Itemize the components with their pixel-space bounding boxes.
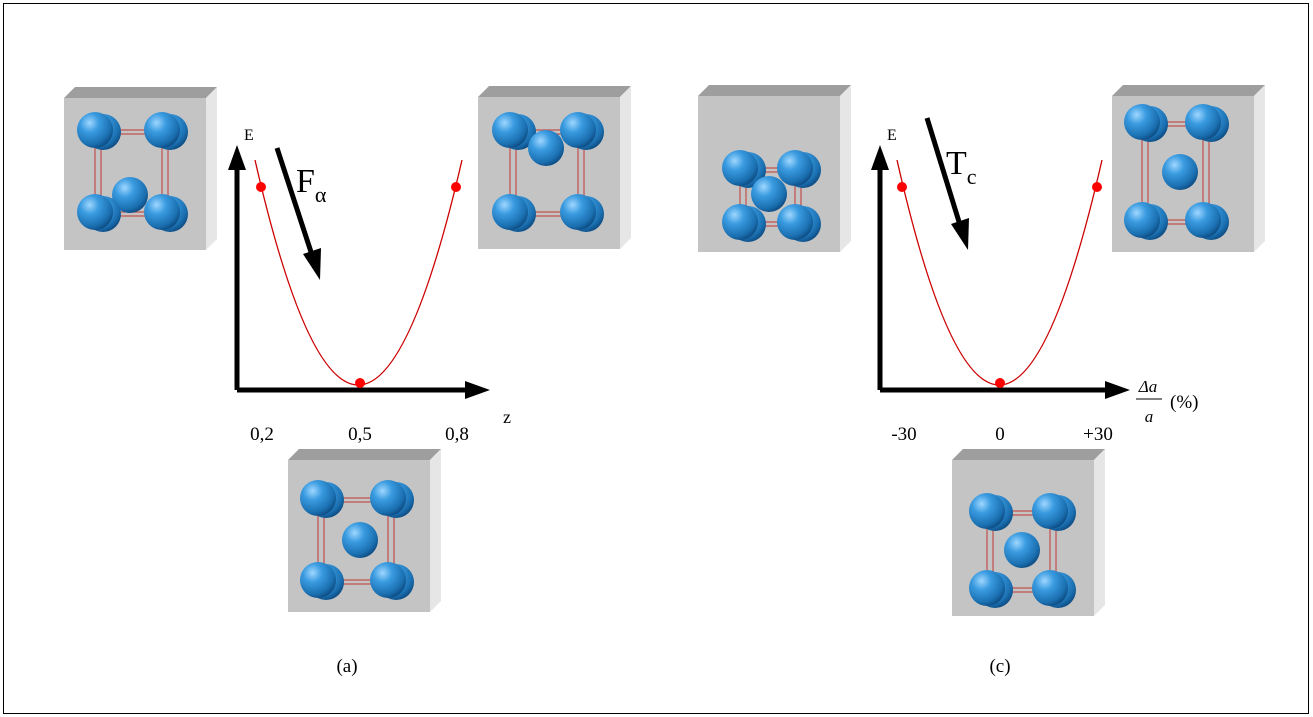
atom (1032, 570, 1068, 606)
curve-point-c-left (897, 182, 907, 192)
atom (560, 112, 596, 148)
caption-c: (c) (989, 656, 1010, 677)
cell-side-face (1254, 85, 1265, 252)
x-axis-arrowhead-c (1105, 381, 1130, 399)
atom (969, 570, 1005, 606)
tick-label-a-2: 0,5 (348, 424, 372, 445)
atom (300, 562, 336, 598)
atom (1032, 493, 1068, 529)
curve-point-c-min (995, 378, 1005, 388)
tick-label-c-1: -30 (891, 424, 916, 445)
tick-label-a-3: 0,8 (445, 424, 469, 445)
cell-a-left (64, 87, 217, 250)
y-axis-arrowhead-a (228, 145, 246, 170)
cell-a-bottom (288, 449, 441, 612)
cell-top-face (1112, 85, 1265, 96)
figure-frame (3, 3, 1309, 714)
atom (1124, 104, 1160, 140)
cell-top-face (698, 85, 851, 96)
curve-point-a-min (355, 378, 365, 388)
cell-top-face (64, 87, 217, 98)
y-axis-label-a: E (244, 127, 254, 144)
force-label-a: Fα (296, 163, 327, 207)
tick-label-c-2: 0 (995, 424, 1005, 445)
atom (370, 562, 406, 598)
cell-a-right (478, 86, 631, 249)
y-axis-label-c: E (887, 127, 897, 144)
tick-label-a-1: 0,2 (250, 424, 274, 445)
curve-point-c-right (1092, 182, 1102, 192)
cell-side-face (620, 86, 631, 249)
temperature-arrow-c (924, 117, 963, 226)
atom (144, 112, 180, 148)
crystal-structures (64, 85, 1265, 616)
atom (969, 493, 1005, 529)
atom-center (1004, 532, 1040, 568)
atom (492, 194, 528, 230)
atom-center (112, 177, 148, 213)
atom (777, 204, 813, 240)
cell-c-left (698, 85, 851, 252)
atom (1185, 202, 1221, 238)
atom (1124, 202, 1160, 238)
temperature-label-c: Tc (946, 145, 977, 189)
force-arrowhead-a (303, 248, 321, 280)
atom (722, 150, 758, 186)
panel-a: E z 0,2 0,5 0,8 Fα (a) (228, 127, 511, 677)
x-axis-label-a: z (503, 407, 511, 427)
cell-side-face (1094, 449, 1105, 616)
atom (777, 150, 813, 186)
x-axis-label-c-numerator: Δa (1138, 377, 1157, 396)
atom (370, 480, 406, 516)
energy-curve-a (254, 159, 463, 386)
caption-a: (a) (336, 656, 357, 677)
cell-c-right (1112, 85, 1265, 252)
atom-center (1162, 154, 1198, 190)
atom (77, 112, 113, 148)
atom-center (528, 130, 564, 166)
tick-label-c-3: +30 (1083, 424, 1113, 445)
atom-center (342, 522, 378, 558)
atom-center (751, 176, 787, 212)
force-label-a-sub: α (315, 182, 327, 207)
atom (144, 194, 180, 230)
curve-point-a-left (256, 182, 266, 192)
curve-point-a-right (451, 182, 461, 192)
panel-c: E Δa a (%) -30 0 +30 Tc (c) (871, 117, 1198, 677)
atom (300, 480, 336, 516)
atom (77, 194, 113, 230)
cell-c-bottom (952, 449, 1105, 616)
atom (722, 204, 758, 240)
cell-top-face (478, 86, 631, 97)
energy-curve-c (896, 159, 1103, 386)
cell-side-face (840, 85, 851, 252)
atom (1185, 104, 1221, 140)
temperature-label-c-sub: c (967, 164, 977, 189)
x-axis-label-c-denominator: a (1145, 407, 1154, 426)
atom (492, 112, 528, 148)
cell-top-face (288, 449, 441, 460)
cell-top-face (952, 449, 1105, 460)
x-axis-arrowhead-a (465, 381, 490, 399)
force-arrow-a (274, 147, 315, 256)
temperature-arrowhead-c (951, 218, 969, 250)
y-axis-arrowhead-c (871, 145, 889, 170)
cell-side-face (206, 87, 217, 250)
atom (560, 194, 596, 230)
cell-side-face (430, 449, 441, 612)
x-axis-label-c-unit: (%) (1170, 392, 1198, 413)
